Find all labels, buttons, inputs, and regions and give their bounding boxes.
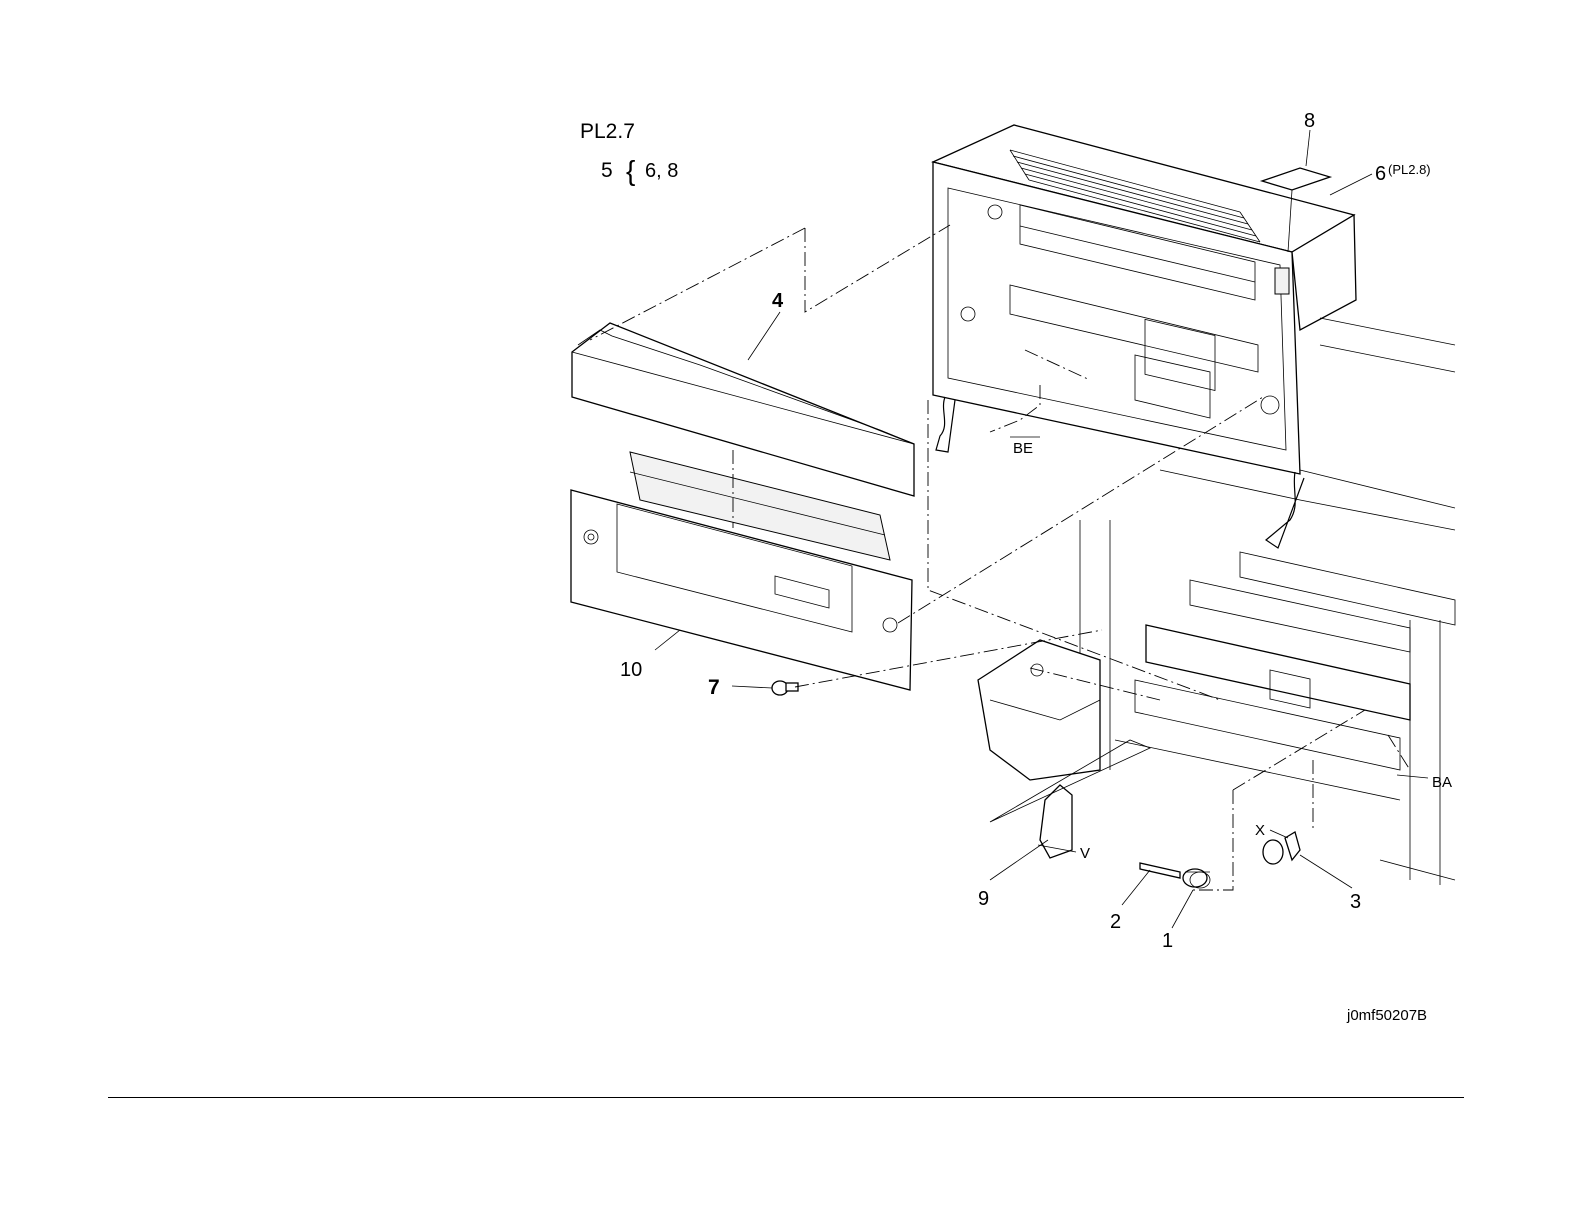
plate-reference: PL2.7: [580, 120, 635, 143]
roller-part: [1263, 832, 1300, 864]
ref-letter-be: BE: [1013, 440, 1033, 457]
callout-6: 6: [1375, 163, 1386, 185]
callout-10: 10: [620, 659, 642, 681]
screw-part: [772, 681, 798, 695]
ref-letter-v: V: [1080, 845, 1090, 862]
ref-letter-x: X: [1255, 822, 1265, 839]
gear-part: [1183, 869, 1210, 888]
front-cover-part: [571, 452, 912, 690]
bracket-part: [1040, 785, 1072, 858]
figure-id: j0mf50207B: [1346, 1007, 1427, 1024]
label-plate: [1262, 168, 1330, 190]
page-divider: [108, 1097, 1464, 1098]
ref-letter-ba: BA: [1432, 774, 1452, 791]
shaft-part: [1140, 863, 1180, 878]
callout-7: 7: [708, 676, 720, 699]
callout-6-plate-ref: (PL2.8): [1388, 162, 1431, 177]
callout-3: 3: [1350, 891, 1361, 913]
callout-2: 2: [1110, 911, 1121, 933]
kit-number: 5: [601, 159, 613, 182]
inner-cover-part: [572, 323, 914, 496]
callout-9: 9: [978, 888, 989, 910]
callout-4: 4: [772, 290, 784, 312]
kit-contents: 6, 8: [645, 160, 678, 182]
callout-8: 8: [1304, 110, 1315, 132]
kit-brace: {: [626, 155, 635, 186]
callout-1: 1: [1162, 930, 1173, 952]
